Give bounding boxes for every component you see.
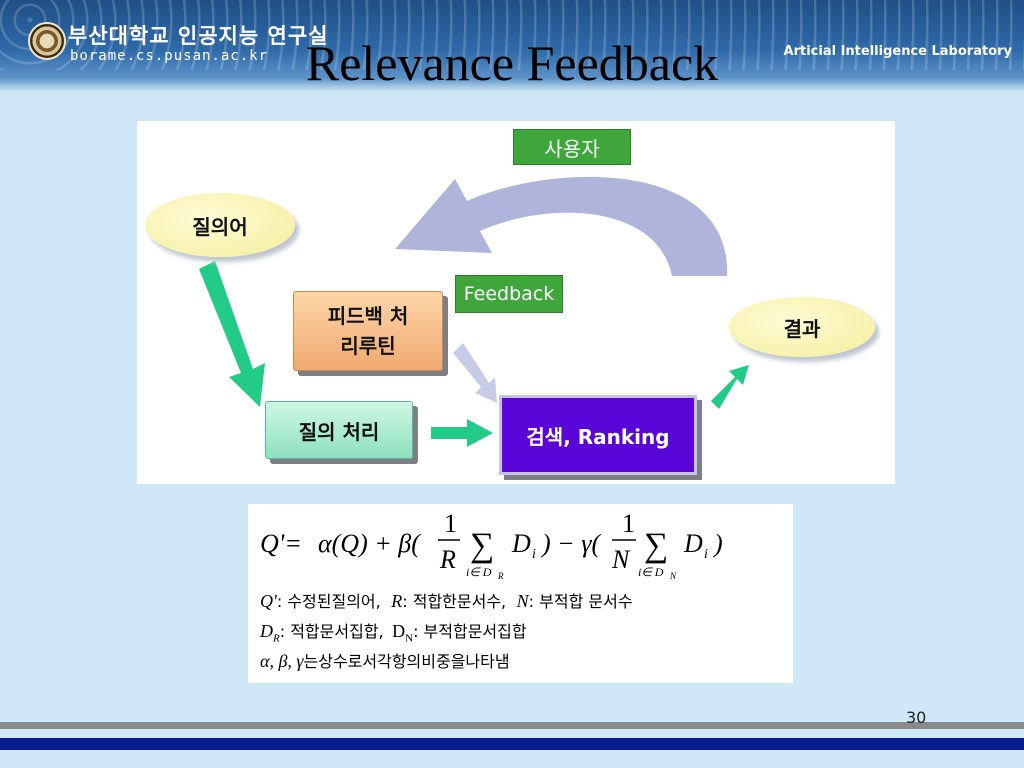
university-seal-icon <box>28 22 66 60</box>
eq-d2-sub: i <box>704 547 708 562</box>
eq-frac2-den: N <box>611 545 631 574</box>
footer-gray-bar <box>0 722 1024 729</box>
eq-sum2-subsub: N <box>669 571 677 581</box>
def-dr: D <box>260 621 273 641</box>
eq-sum1-subsub: R <box>497 571 504 581</box>
formula-panel: Q'= α(Q) + β( 1 R ∑ i∈ D R D i ) − γ( 1 … <box>248 504 793 683</box>
arrow-query-to-processing <box>199 261 265 407</box>
query-ellipse: 질의어 <box>145 193 295 257</box>
eq-frac1-den: R <box>439 545 456 574</box>
sum-icon: ∑ <box>644 527 668 564</box>
university-name: 부산대학교 인공지능 연구실 <box>68 24 329 48</box>
def-r-text: : 적합한문서수, <box>402 592 507 611</box>
eq-mid: ) − γ( <box>540 529 601 558</box>
eq-d2: D <box>683 529 703 558</box>
def-r: R <box>391 591 403 611</box>
definition-line-2: DR: 적합문서집합, DN: 부적합문서집합 <box>260 618 527 645</box>
def-dr-sub: R <box>273 632 280 645</box>
page-number: 30 <box>906 708 927 727</box>
feedback-curve-arrow <box>395 176 728 276</box>
query-processing-box: 질의 처리 <box>265 401 413 459</box>
relevance-feedback-diagram: 사용자 질의어 Feedback 피드백 처 리루틴 결과 질의 처리 검색, … <box>137 121 895 484</box>
def-q-text: : 수정된질의어, <box>276 592 381 611</box>
header-banner: 부산대학교 인공지능 연구실 borame.cs.pusan.ac.kr Art… <box>0 0 1024 92</box>
lab-url: borame.cs.pusan.ac.kr <box>70 48 269 64</box>
eq-frac2-num: 1 <box>622 509 635 538</box>
eq-term1: α(Q) + β( <box>318 529 421 558</box>
equation: Q'= α(Q) + β( 1 R ∑ i∈ D R D i ) − γ( 1 … <box>260 509 723 581</box>
eq-sum1-sub: i∈ D <box>466 565 492 579</box>
arrow-search-to-result <box>711 365 749 409</box>
footer-navy-bar <box>0 738 1024 750</box>
eq-d1: D <box>511 529 531 558</box>
def-symbols: α, β, γ <box>260 651 304 671</box>
eq-lhs: Q'= <box>260 529 302 558</box>
sum-icon: ∑ <box>470 527 494 564</box>
eq-frac1-num: 1 <box>444 509 457 538</box>
def-dr-text: : 적합문서집합, <box>279 622 384 641</box>
feedback-routine-line1: 피드백 처 <box>327 304 409 328</box>
search-ranking-box: 검색, Ranking <box>499 395 697 475</box>
definition-line-1: Q': 수정된질의어, R: 적합한문서수, N: 부적합 문서수 <box>260 588 633 612</box>
lab-name: Articial Intelligence Laboratory <box>783 44 1012 59</box>
def-n-text: : 부적합 문서수 <box>528 592 633 611</box>
result-ellipse: 결과 <box>729 297 875 357</box>
user-label: 사용자 <box>513 129 631 165</box>
eq-end: ) <box>712 529 723 558</box>
feedback-label: Feedback <box>455 275 563 313</box>
definition-line-3: α, β, γ는상수로서각항의비중을나타냄 <box>260 648 510 672</box>
def-n: N <box>516 591 529 611</box>
banner-pattern <box>0 0 1024 70</box>
diagram-arrows <box>199 176 749 447</box>
eq-d1-sub: i <box>532 547 536 562</box>
def-symbols-text: 는상수로서각항의비중을나타냄 <box>303 652 510 671</box>
feedback-routine-line2: 리루틴 <box>340 334 396 358</box>
feedback-routine-box: 피드백 처 리루틴 <box>293 291 443 371</box>
def-dn: D <box>392 621 406 641</box>
arrow-processing-to-search <box>431 419 493 447</box>
eq-sum2-sub: i∈ D <box>638 565 664 579</box>
slide-title: Relevance Feedback <box>305 35 719 91</box>
def-dn-sub: N <box>405 632 414 645</box>
def-dn-text: : 부적합문서집합 <box>413 622 527 641</box>
def-q: Q' <box>260 591 277 611</box>
arrow-feedback-to-search <box>453 343 497 403</box>
